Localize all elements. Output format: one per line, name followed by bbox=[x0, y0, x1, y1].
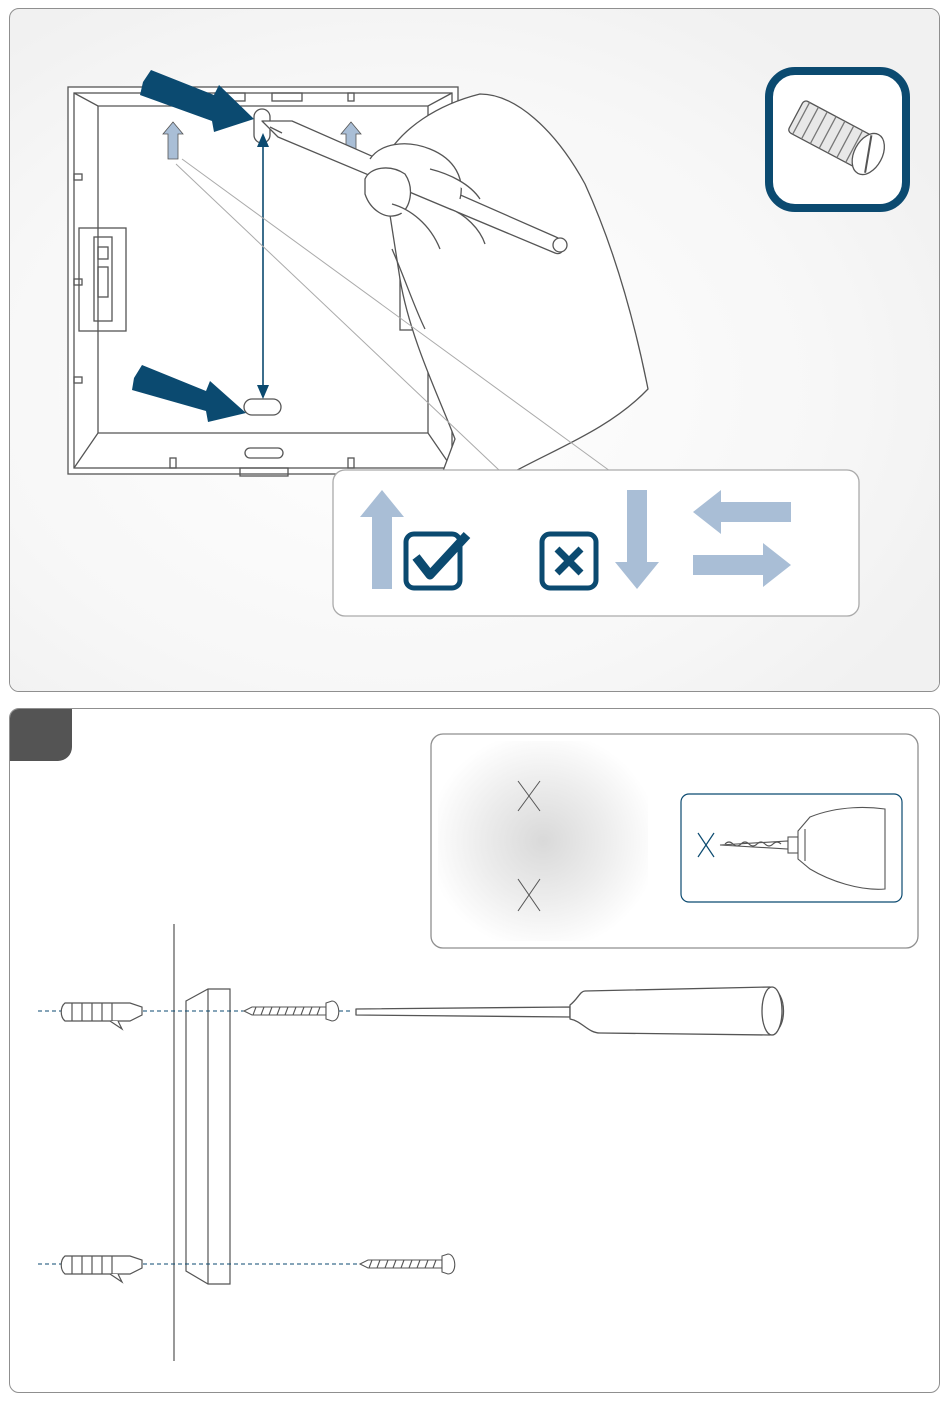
wood-screw-icon-2 bbox=[360, 1254, 455, 1274]
step-panel-mark-holes bbox=[9, 8, 940, 692]
check-box-icon bbox=[406, 534, 467, 588]
wall-plug-icon bbox=[61, 1003, 142, 1029]
wooden-backbox bbox=[186, 989, 230, 1284]
step-panel-drill-and-mount bbox=[9, 708, 940, 1393]
orientation-callout bbox=[333, 470, 859, 616]
wall-plug-icon-2 bbox=[61, 1256, 142, 1282]
wood-screw-icon bbox=[244, 1001, 339, 1021]
cross-box-icon bbox=[542, 534, 596, 588]
screwdriver-icon bbox=[356, 987, 784, 1035]
drill-and-mount-illustration bbox=[10, 709, 940, 1393]
screw-anchor-icon bbox=[769, 71, 906, 208]
drilling-callout bbox=[431, 734, 918, 948]
wall-marks bbox=[438, 741, 648, 941]
drill-bit-icon bbox=[681, 794, 902, 902]
mark-holes-illustration bbox=[10, 9, 940, 692]
